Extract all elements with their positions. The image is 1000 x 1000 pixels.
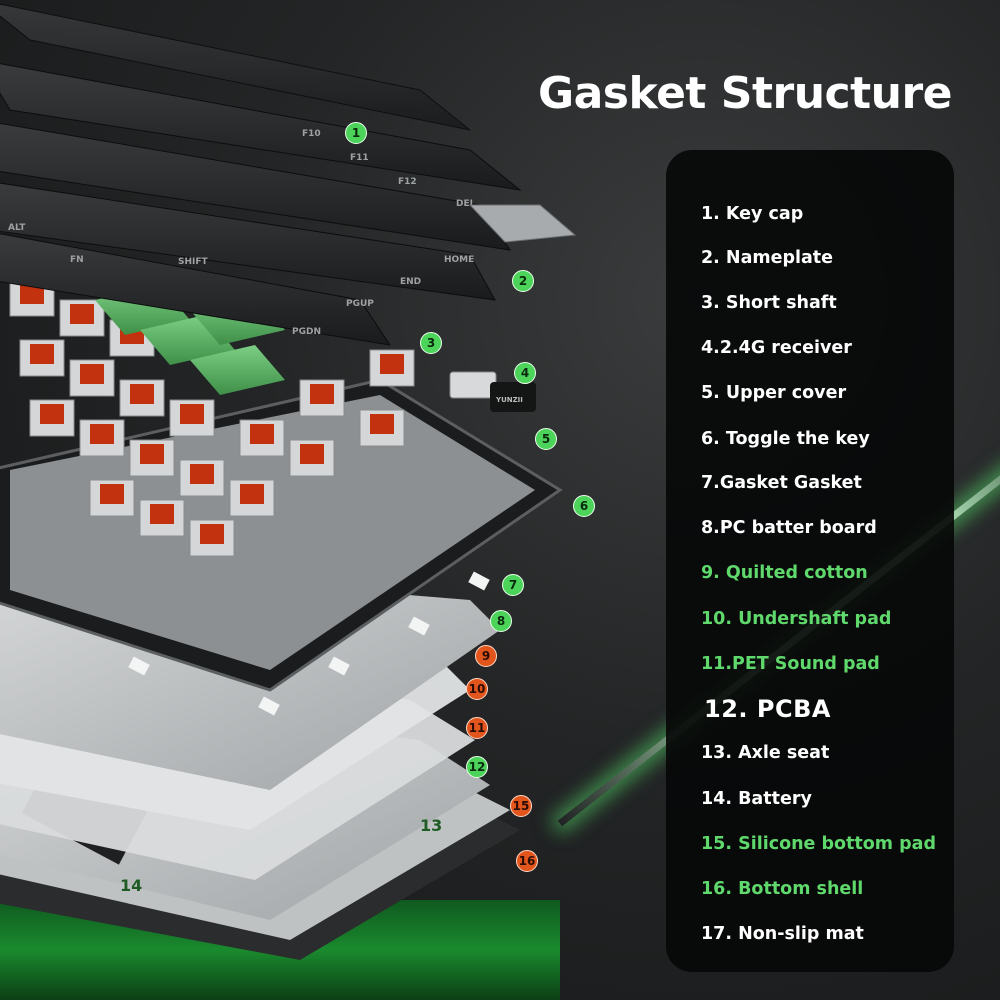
legend-item-2: 2. Nameplate (701, 248, 834, 268)
callout-5: 5 (535, 428, 557, 450)
callout-15: 15 (510, 795, 532, 817)
receiver-brand: YUNZII (495, 396, 523, 404)
parts-legend-panel (666, 150, 954, 972)
keycap-f10: F10 (302, 129, 321, 139)
callout-6: 6 (573, 495, 595, 517)
legend-item-12: 12. PCBA (704, 695, 831, 723)
callout-11: 11 (466, 717, 488, 739)
legend-item-1: 1. Key cap (701, 204, 804, 224)
keycap-pgdn: PGDN (292, 327, 321, 337)
exploded-keyboard-illustration: F10 F11 F12 DEL ALT FN SHIFT HOME END PG… (0, 3, 577, 960)
legend-item-10: 10. Undershaft pad (701, 609, 892, 629)
keycap-fn: FN (70, 255, 84, 265)
legend-item-11: 11.PET Sound pad (701, 654, 880, 674)
callout-12: 12 (466, 756, 488, 778)
callout-4: 4 (514, 362, 536, 384)
callout-7: 7 (502, 574, 524, 596)
nameplate (468, 204, 577, 243)
keycap-f11: F11 (350, 153, 369, 163)
callout-16: 16 (516, 850, 538, 872)
legend-item-3: 3. Short shaft (701, 293, 837, 313)
keycap-end: END (400, 277, 421, 287)
legend-item-15: 15. Silicone bottom pad (701, 834, 937, 854)
callout-2: 2 (512, 270, 534, 292)
keycap-shift: SHIFT (178, 257, 209, 267)
legend-item-4: 4.2.4G receiver (701, 338, 852, 358)
legend-item-13: 13. Axle seat (701, 743, 830, 763)
legend-item-16: 16. Bottom shell (701, 879, 864, 899)
switch-grid (9, 279, 415, 557)
page-title: Gasket Structure (538, 68, 953, 119)
callout-14: 14 (120, 875, 143, 895)
keycap-home: HOME (444, 255, 474, 265)
callout-8: 8 (490, 610, 512, 632)
legend-item-5: 5. Upper cover (701, 383, 847, 403)
keycap-f12: F12 (398, 177, 417, 187)
callout-1: 1 (345, 122, 367, 144)
keycap-pgup: PGUP (346, 299, 374, 309)
callout-13: 13 (420, 815, 443, 835)
legend-item-17: 17. Non-slip mat (701, 924, 864, 944)
usb-receiver: YUNZII (449, 371, 536, 412)
callout-10: 10 (466, 678, 488, 700)
legend-item-7: 7.Gasket Gasket (701, 473, 862, 493)
callout-3: 3 (420, 332, 442, 354)
dark-keycap-rows (0, 3, 522, 346)
legend-item-6: 6. Toggle the key (701, 429, 870, 449)
legend-item-9: 9. Quilted cotton (701, 563, 868, 583)
legend-item-8: 8.PC batter board (701, 518, 877, 538)
callout-9: 9 (475, 645, 497, 667)
keycap-del: DEL (456, 199, 476, 209)
keycap-alt: ALT (8, 223, 26, 233)
legend-item-14: 14. Battery (701, 789, 812, 809)
